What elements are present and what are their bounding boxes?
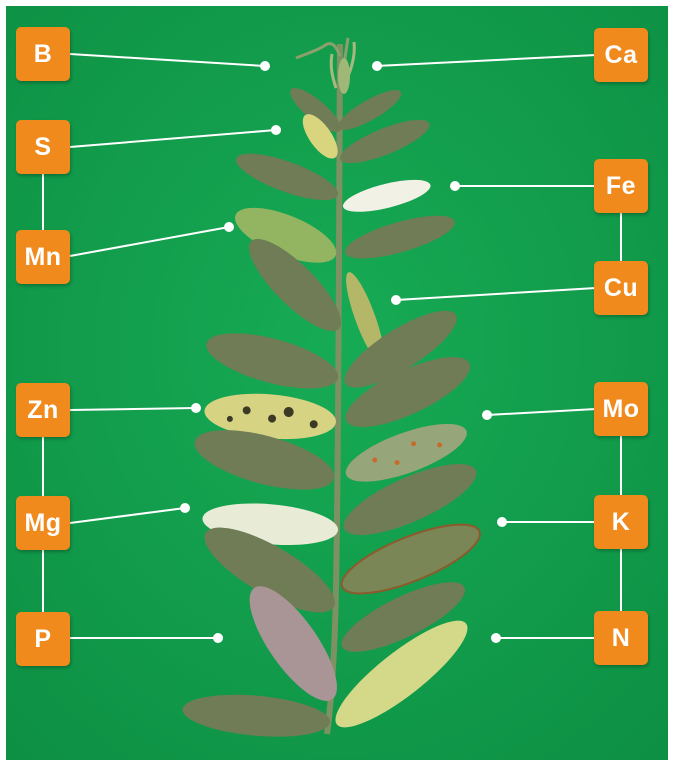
label-zinc-text: Zn xyxy=(27,396,59,425)
label-calcium-text: Ca xyxy=(605,41,638,70)
label-iron: Fe xyxy=(594,159,648,213)
label-iron-text: Fe xyxy=(606,172,636,201)
label-boron-text: B xyxy=(34,40,53,69)
label-phosphorus: P xyxy=(16,612,70,666)
label-molybdenum-text: Mo xyxy=(602,395,639,424)
label-copper-text: Cu xyxy=(604,274,638,303)
label-molybdenum: Mo xyxy=(594,382,648,436)
label-manganese-text: Mn xyxy=(24,243,61,272)
label-calcium: Ca xyxy=(594,28,648,82)
label-sulfur-text: S xyxy=(34,133,51,162)
label-nitrogen-text: N xyxy=(612,624,631,653)
label-manganese: Mn xyxy=(16,230,70,284)
label-boron: B xyxy=(16,27,70,81)
label-sulfur: S xyxy=(16,120,70,174)
plant-illustration xyxy=(6,6,668,760)
label-zinc: Zn xyxy=(16,383,70,437)
label-magnesium-text: Mg xyxy=(24,509,61,538)
label-magnesium: Mg xyxy=(16,496,70,550)
label-nitrogen: N xyxy=(594,611,648,665)
label-potassium-text: K xyxy=(612,508,631,537)
label-phosphorus-text: P xyxy=(34,625,51,654)
label-copper: Cu xyxy=(594,261,648,315)
label-potassium: K xyxy=(594,495,648,549)
